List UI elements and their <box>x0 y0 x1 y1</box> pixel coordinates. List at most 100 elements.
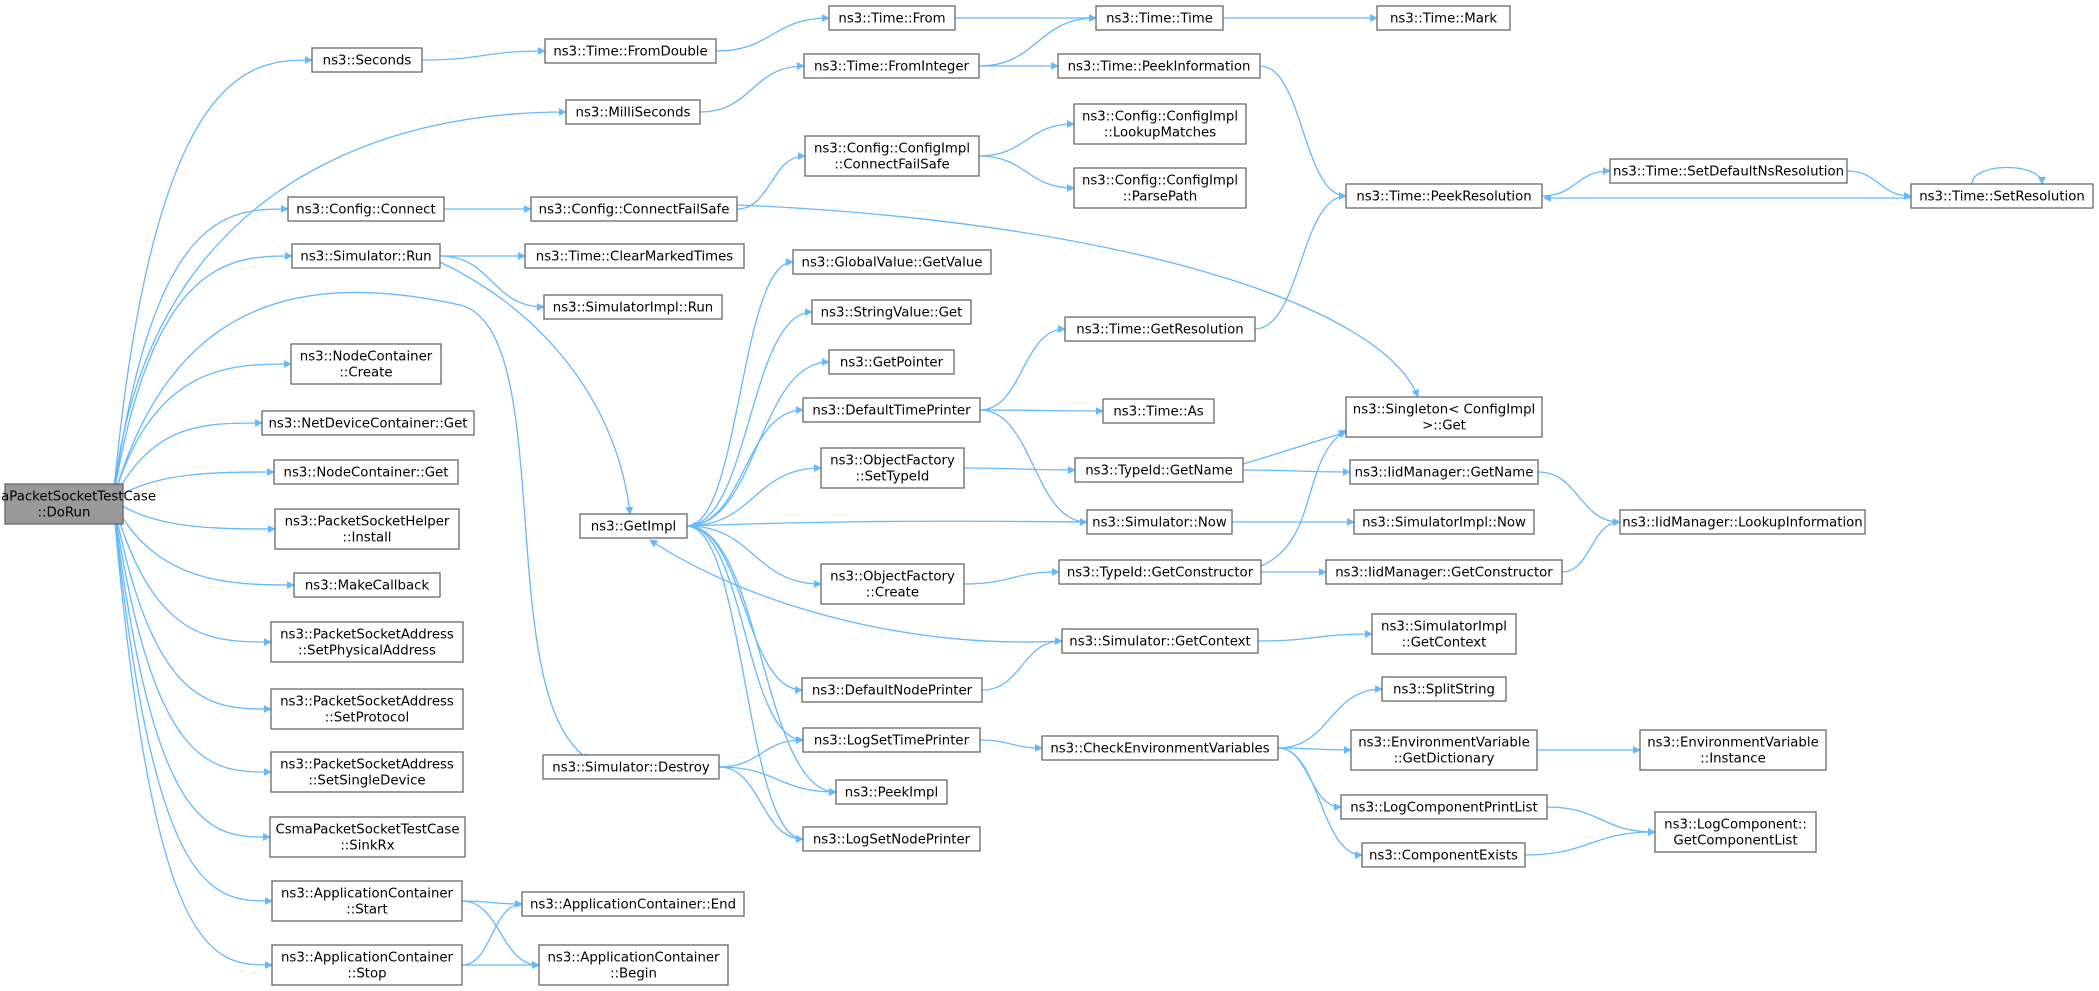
node-box-sinkrx[interactable] <box>269 816 466 858</box>
node-psa_setproto[interactable]: ns3::PacketSocketAddress::SetProtocol <box>270 688 464 730</box>
node-box-sv_get[interactable] <box>811 299 972 325</box>
node-box-sim_getcontext[interactable] <box>1061 628 1259 654</box>
node-psa_setphys[interactable]: ns3::PacketSocketAddress::SetPhysicalAdd… <box>270 621 464 663</box>
node-box-getimpl[interactable] <box>579 513 688 539</box>
node-config_connect[interactable]: ns3::Config::Connect <box>287 196 445 222</box>
node-box-logsettimeprinter[interactable] <box>802 727 981 753</box>
node-box-logcompprintlist[interactable] <box>1340 794 1548 820</box>
node-iid_lookupinfo[interactable]: ns3::IidManager::LookupInformation <box>1619 509 1866 535</box>
node-box-of_settypeid[interactable] <box>820 447 965 489</box>
node-logsettimeprinter[interactable]: ns3::LogSetTimePrinter <box>802 727 981 753</box>
node-box-iid_getname[interactable] <box>1349 459 1539 485</box>
node-seconds[interactable]: ns3::Seconds <box>311 47 423 73</box>
node-box-time_mark[interactable] <box>1376 5 1511 31</box>
node-box-time_getresolution[interactable] <box>1064 316 1256 342</box>
node-sim_getcontext[interactable]: ns3::Simulator::GetContext <box>1061 628 1259 654</box>
node-ac_end[interactable]: ns3::ApplicationContainer::End <box>521 891 745 917</box>
node-iid_getconstructor[interactable]: ns3::IidManager::GetConstructor <box>1325 559 1563 585</box>
node-box-time_clearmarked[interactable] <box>524 243 745 269</box>
node-box-cfgimpl_parsepath[interactable] <box>1073 167 1247 209</box>
node-box-iid_getconstructor[interactable] <box>1325 559 1563 585</box>
node-box-dorun[interactable] <box>4 483 124 525</box>
node-box-logsetnodeprinter[interactable] <box>802 826 981 852</box>
node-ndc_get[interactable]: ns3::NetDeviceContainer::Get <box>261 410 475 436</box>
node-nc_create[interactable]: ns3::NodeContainer::Create <box>290 343 442 385</box>
node-ac_begin[interactable]: ns3::ApplicationContainer::Begin <box>538 944 729 986</box>
node-box-simimpl_run[interactable] <box>543 294 723 320</box>
node-gv_getvalue[interactable]: ns3::GlobalValue::GetValue <box>792 249 992 275</box>
node-logcompprintlist[interactable]: ns3::LogComponentPrintList <box>1340 794 1548 820</box>
node-of_create[interactable]: ns3::ObjectFactory::Create <box>820 563 965 605</box>
node-iid_getname[interactable]: ns3::IidManager::GetName <box>1349 459 1539 485</box>
node-box-gv_getvalue[interactable] <box>792 249 992 275</box>
node-sim_destroy[interactable]: ns3::Simulator::Destroy <box>542 754 720 780</box>
node-makecallback[interactable]: ns3::MakeCallback <box>293 572 441 598</box>
node-time_time[interactable]: ns3::Time::Time <box>1095 5 1224 31</box>
node-envvar_instance[interactable]: ns3::EnvironmentVariable::Instance <box>1639 729 1827 771</box>
node-sim_now[interactable]: ns3::Simulator::Now <box>1086 509 1233 535</box>
node-box-ac_end[interactable] <box>521 891 745 917</box>
node-sinkrx[interactable]: CsmaPacketSocketTestCase::SinkRx <box>269 816 466 858</box>
node-box-time_time[interactable] <box>1095 5 1224 31</box>
node-typeid_getname[interactable]: ns3::TypeId::GetName <box>1074 457 1244 483</box>
node-cfgimpl_parsepath[interactable]: ns3::Config::ConfigImpl::ParsePath <box>1073 167 1247 209</box>
node-of_settypeid[interactable]: ns3::ObjectFactory::SetTypeId <box>820 447 965 489</box>
node-box-simimpl_getcontext[interactable] <box>1371 613 1517 655</box>
node-componentexists[interactable]: ns3::ComponentExists <box>1361 842 1526 868</box>
node-time_setresolution[interactable]: ns3::Time::SetResolution <box>1910 183 2094 209</box>
node-box-splitstring[interactable] <box>1381 676 1507 702</box>
node-time_clearmarked[interactable]: ns3::Time::ClearMarkedTimes <box>524 243 745 269</box>
node-box-typeid_getname[interactable] <box>1074 457 1244 483</box>
node-box-time_peekinfo[interactable] <box>1057 53 1261 79</box>
node-time_peekinfo[interactable]: ns3::Time::PeekInformation <box>1057 53 1261 79</box>
node-box-makecallback[interactable] <box>293 572 441 598</box>
node-box-psa_setsingle[interactable] <box>270 751 464 793</box>
node-time_fromdouble[interactable]: ns3::Time::FromDouble <box>544 38 717 64</box>
node-box-time_setresolution[interactable] <box>1910 183 2094 209</box>
node-time_mark[interactable]: ns3::Time::Mark <box>1376 5 1511 31</box>
node-ac_start[interactable]: ns3::ApplicationContainer::Start <box>271 880 463 922</box>
node-time_peekresolution[interactable]: ns3::Time::PeekResolution <box>1345 183 1543 209</box>
node-box-psh_install[interactable] <box>274 508 460 550</box>
node-cfgimpl_connectfailsafe[interactable]: ns3::Config::ConfigImpl::ConnectFailSafe <box>804 135 980 177</box>
node-box-config_connectfailsafe[interactable] <box>530 196 738 222</box>
node-box-milliseconds[interactable] <box>565 99 701 125</box>
node-sim_run[interactable]: ns3::Simulator::Run <box>291 243 441 269</box>
node-splitstring[interactable]: ns3::SplitString <box>1381 676 1507 702</box>
node-box-psa_setphys[interactable] <box>270 621 464 663</box>
node-box-time_from[interactable] <box>828 5 956 31</box>
node-box-singleton_get[interactable] <box>1345 396 1543 438</box>
node-box-nc_get[interactable] <box>273 459 459 485</box>
node-sv_get[interactable]: ns3::StringValue::Get <box>811 299 972 325</box>
node-time_from[interactable]: ns3::Time::From <box>828 5 956 31</box>
node-getpointer[interactable]: ns3::GetPointer <box>828 349 955 375</box>
node-box-sim_run[interactable] <box>291 243 441 269</box>
node-time_getresolution[interactable]: ns3::Time::GetResolution <box>1064 316 1256 342</box>
node-box-iid_lookupinfo[interactable] <box>1619 509 1866 535</box>
node-getimpl[interactable]: ns3::GetImpl <box>579 513 688 539</box>
node-checkenvvars[interactable]: ns3::CheckEnvironmentVariables <box>1041 735 1279 761</box>
node-box-time_fromdouble[interactable] <box>544 38 717 64</box>
node-box-typeid_getconstructor[interactable] <box>1058 559 1262 585</box>
node-logsetnodeprinter[interactable]: ns3::LogSetNodePrinter <box>802 826 981 852</box>
node-box-ac_begin[interactable] <box>538 944 729 986</box>
node-nc_get[interactable]: ns3::NodeContainer::Get <box>273 459 459 485</box>
node-box-time_setdefaultns[interactable] <box>1609 158 1848 184</box>
node-box-ac_stop[interactable] <box>271 944 463 986</box>
node-box-envvar_getdict[interactable] <box>1350 729 1538 771</box>
node-logcomp_getlist[interactable]: ns3::LogComponent::GetComponentList <box>1654 811 1817 853</box>
node-defaultnodeprinter[interactable]: ns3::DefaultNodePrinter <box>801 677 983 703</box>
node-box-logcomp_getlist[interactable] <box>1654 811 1817 853</box>
node-box-cfgimpl_lookupmatches[interactable] <box>1073 103 1247 145</box>
node-psa_setsingle[interactable]: ns3::PacketSocketAddress::SetSingleDevic… <box>270 751 464 793</box>
node-peekimpl[interactable]: ns3::PeekImpl <box>835 779 948 805</box>
node-singleton_get[interactable]: ns3::Singleton< ConfigImpl >::Get <box>1345 396 1543 438</box>
node-box-ndc_get[interactable] <box>261 410 475 436</box>
node-box-psa_setproto[interactable] <box>270 688 464 730</box>
node-time_setdefaultns[interactable]: ns3::Time::SetDefaultNsResolution <box>1609 158 1848 184</box>
node-envvar_getdict[interactable]: ns3::EnvironmentVariable::GetDictionary <box>1350 729 1538 771</box>
node-box-ac_start[interactable] <box>271 880 463 922</box>
node-typeid_getconstructor[interactable]: ns3::TypeId::GetConstructor <box>1058 559 1262 585</box>
node-box-sim_destroy[interactable] <box>542 754 720 780</box>
node-config_connectfailsafe[interactable]: ns3::Config::ConnectFailSafe <box>530 196 738 222</box>
